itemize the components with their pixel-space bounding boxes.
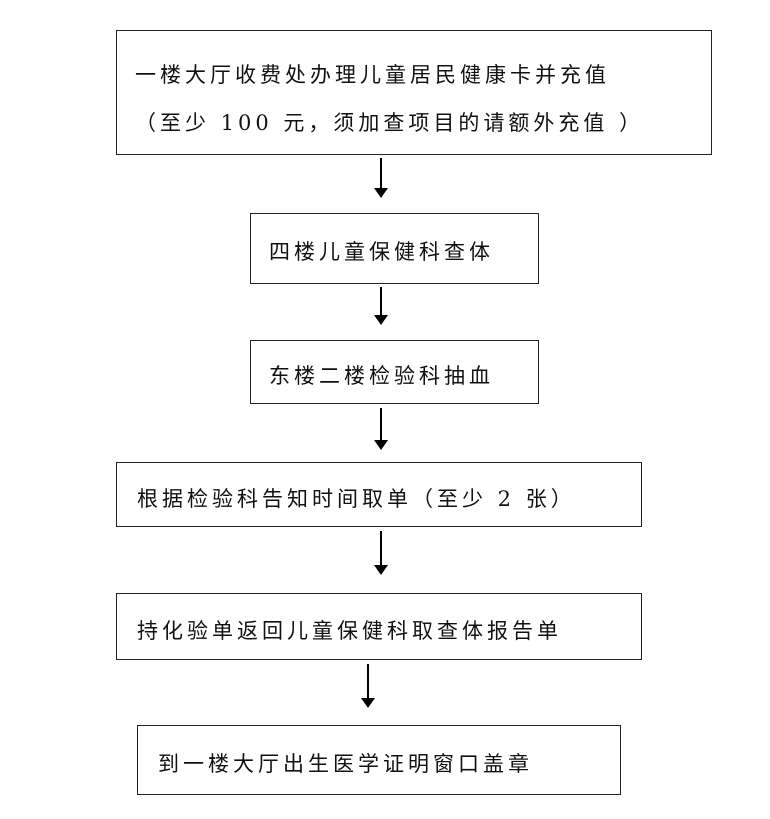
flow-step-6: 到一楼大厅出生医学证明窗口盖章 [137, 725, 621, 795]
flow-step-2: 四楼儿童保健科查体 [250, 213, 539, 284]
flow-step-1-line-1: 一楼大厅收费处办理儿童居民健康卡并充值 [135, 63, 610, 87]
flow-arrow-1 [374, 158, 388, 198]
flow-step-5: 持化验单返回儿童保健科取查体报告单 [116, 593, 642, 660]
flow-step-4: 根据检验科告知时间取单（至少 2 张） [116, 462, 642, 527]
flow-step-1: 一楼大厅收费处办理儿童居民健康卡并充值 （至少 100 元，须加查项目的请额外充… [116, 30, 712, 155]
flow-step-3-text: 东楼二楼检验科抽血 [269, 364, 494, 388]
flow-step-4-text: 根据检验科告知时间取单（至少 2 张） [137, 487, 576, 511]
flow-step-2-text: 四楼儿童保健科查体 [269, 240, 494, 264]
flow-step-6-text: 到一楼大厅出生医学证明窗口盖章 [158, 752, 533, 776]
flow-step-3: 东楼二楼检验科抽血 [250, 340, 539, 404]
flow-arrow-5 [361, 664, 375, 708]
flow-step-1-line-2: （至少 100 元，须加查项目的请额外充值 ） [135, 111, 645, 135]
flow-arrow-4 [374, 531, 388, 575]
flow-step-5-text: 持化验单返回儿童保健科取查体报告单 [137, 619, 562, 643]
flow-arrow-3 [374, 408, 388, 450]
flow-arrow-2 [374, 287, 388, 325]
